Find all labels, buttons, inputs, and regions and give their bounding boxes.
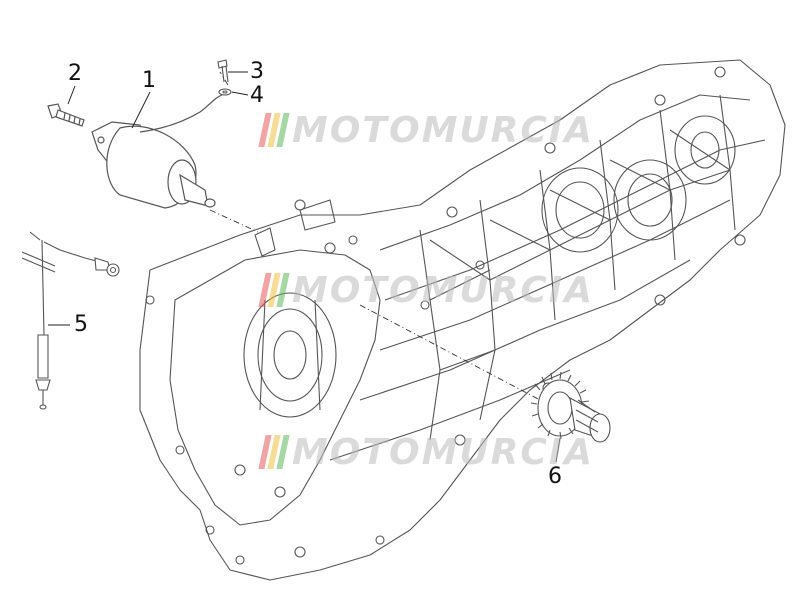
starter-cable (21, 231, 120, 410)
callout-2: 2 (68, 61, 82, 86)
watermark-text: MOTOMURCIA (292, 109, 595, 151)
callout-4: 4 (250, 83, 264, 108)
leader-lines (48, 71, 561, 463)
watermark-stripes (258, 435, 290, 469)
watermark-top: MOTOMURCIA (258, 109, 595, 151)
callout-1: 1 (142, 68, 156, 93)
screw-and-washer (217, 59, 232, 96)
callout-3: 3 (250, 59, 264, 84)
mounting-bolt (47, 103, 85, 127)
starter-gear (530, 371, 611, 443)
watermark-text: MOTOMURCIA (292, 431, 595, 473)
callout-6: 6 (548, 464, 562, 489)
watermark-bottom: MOTOMURCIA (258, 431, 595, 473)
watermark-middle: MOTOMURCIA (258, 269, 595, 311)
watermark-text: MOTOMURCIA (292, 269, 595, 311)
watermark-stripes (258, 113, 290, 147)
starter-motor (91, 94, 223, 209)
callout-5: 5 (74, 312, 88, 337)
assembly-axis-lines (209, 71, 541, 401)
watermark-stripes (258, 273, 290, 307)
crankcase (139, 59, 786, 581)
